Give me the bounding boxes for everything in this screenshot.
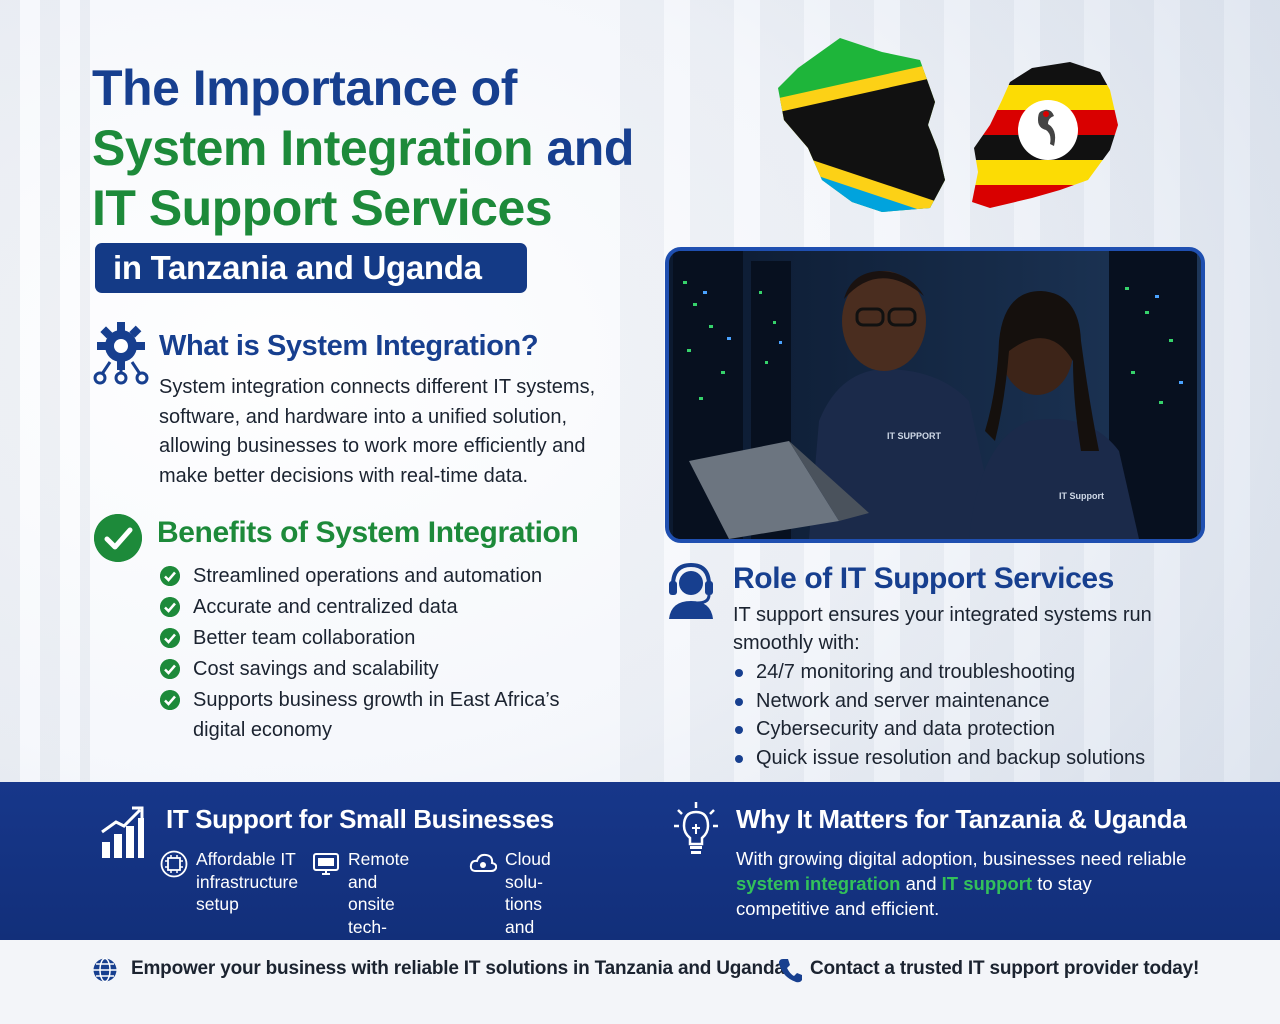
role-heading: Role of IT Support Services [733,562,1114,595]
check-icon [160,628,180,648]
small-business-item-line: onsite tech- [348,894,395,937]
title-line-2: System Integration and [92,118,712,178]
page-title: The Importance of System Integration and… [92,58,712,238]
benefit-item-text: Streamlined operations and automation [193,565,543,587]
why-highlight-it-support: IT support [941,873,1033,894]
title-line-2-blue: and [533,120,635,176]
bar-chart-growth-icon [101,806,144,858]
headset-agent-icon [669,562,713,619]
footer-tagline: Empower your business with reliable IT s… [131,958,790,979]
title-line-3: IT Support Services [92,180,553,236]
tanzania-flag-map [778,38,945,212]
monitor-icon [313,853,339,875]
what-is-heading: What is System Integration? [159,330,539,362]
title-line-1: The Importance of [92,60,517,116]
bottom-info-band: IT Support for Small Businesses Affordab… [0,782,1280,982]
why-text-and: and [900,873,942,894]
technicians-photo: IT SUPPORT IT Support [665,247,1205,543]
gear-network-icon [93,322,149,385]
title-line-2-green: System Integration [92,120,534,176]
benefits-heading: Benefits of System Integration [157,516,579,549]
role-item: Cybersecurity and data protection [735,715,1145,744]
what-is-description: System integration connects different IT… [159,376,596,487]
globe-icon [93,957,117,983]
cloud-icon [469,853,497,872]
benefit-item-text: Cost savings and scalability [193,658,439,680]
lightbulb-icon [674,802,718,854]
shirt-label-woman: IT Support [1059,491,1104,501]
background-server-racks-left [0,0,90,790]
benefit-item: Streamlined operations and automation [160,561,610,591]
role-list: 24/7 monitoring and troubleshooting Netw… [735,658,1145,772]
shirt-label-man: IT SUPPORT [887,431,942,441]
check-icon [160,659,180,679]
check-icon [160,690,180,710]
role-item: Quick issue resolution and backup soluti… [735,744,1145,773]
check-icon [160,597,180,617]
benefit-item-text: Accurate and centralized data [193,596,458,618]
why-line-1: With growing digital adoption, businesse… [736,848,1187,869]
role-item: Network and server maintenance [735,687,1145,716]
small-business-item-line: Remote and [348,849,410,892]
small-business-item-line: Cloud solu- [505,849,551,892]
check-icon [160,566,180,586]
benefit-item: Accurate and centralized data [160,592,610,622]
benefit-item: Better team collaboration [160,623,610,653]
small-business-item-line: infrastructure [196,871,299,892]
why-heading: Why It Matters for Tanzania & Uganda [736,804,1187,834]
why-line-3: competitive and efficient. [736,898,940,919]
phone-icon [779,959,802,983]
why-highlight-system-integration: system integration [736,873,901,894]
benefit-item: Supports business growth in East Africa’… [160,685,610,745]
why-text-stay: to stay [1032,873,1092,894]
technicians-photo-illustration: IT SUPPORT IT Support [669,251,1201,539]
chip-icon [160,850,188,878]
role-intro: IT support ensures your integrated syste… [733,604,1152,654]
footer: Empower your business with reliable IT s… [0,940,1280,1024]
benefits-list: Streamlined operations and automation Ac… [160,561,610,746]
subtitle-badge: in Tanzania and Uganda [95,243,527,293]
role-item: 24/7 monitoring and troubleshooting [735,658,1145,687]
flags-map-illustration [778,38,1118,212]
why-description: With growing digital adoption, businesse… [736,846,1216,921]
small-business-heading: IT Support for Small Businesses [166,804,554,834]
benefit-item: Cost savings and scalability [160,654,610,684]
benefit-item-text: Better team collaboration [193,627,416,649]
small-business-item-line: Affordable IT [196,849,296,869]
uganda-flag-map [972,62,1118,208]
check-circle-icon [94,514,142,562]
benefit-item-text: Supports business growth in East Africa’… [193,689,560,741]
why-line-2: system integration and IT support to sta… [736,871,1216,896]
footer-contact-cta[interactable]: Contact a trusted IT support provider to… [810,958,1200,979]
small-business-item-line: setup [196,894,239,914]
